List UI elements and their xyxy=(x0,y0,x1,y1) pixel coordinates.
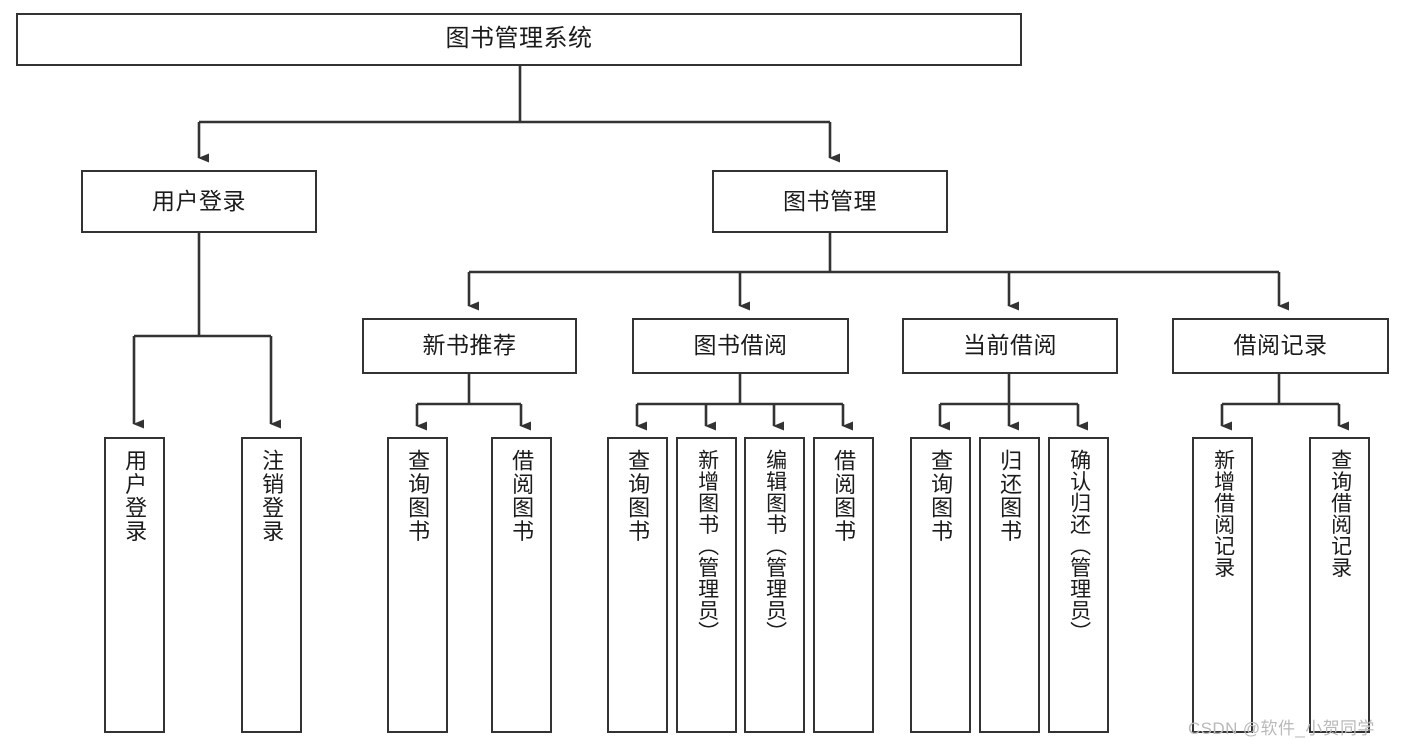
node-leaf-confirm-return-admin[interactable]: 确认归还（管理员） xyxy=(1048,437,1109,733)
node-leaf-query-book-current-label: 查询图书 xyxy=(928,449,954,543)
node-user-login-label: 用户登录 xyxy=(152,187,246,214)
node-leaf-edit-book-admin-label: 编辑图书（管理员） xyxy=(763,449,787,643)
csdn-watermark: CSDN @软件_小贺同学 xyxy=(1188,719,1375,738)
node-book-borrow-label: 图书借阅 xyxy=(693,332,788,359)
node-leaf-user-login[interactable]: 用户登录 xyxy=(104,437,165,733)
node-leaf-query-book-current[interactable]: 查询图书 xyxy=(910,437,971,733)
node-leaf-borrow-book-recommend[interactable]: 借阅图书 xyxy=(491,437,552,733)
node-leaf-query-borrow-record-label: 查询借阅记录 xyxy=(1328,449,1352,578)
node-new-book-recommend-label: 新书推荐 xyxy=(422,332,517,359)
node-leaf-add-borrow-record[interactable]: 新增借阅记录 xyxy=(1192,437,1253,733)
node-leaf-borrow-book-recommend-label: 借阅图书 xyxy=(509,449,535,543)
node-current-borrow[interactable]: 当前借阅 xyxy=(902,318,1118,374)
node-leaf-logout[interactable]: 注销登录 xyxy=(241,437,302,733)
node-book-borrow[interactable]: 图书借阅 xyxy=(632,318,849,374)
node-leaf-add-book-admin[interactable]: 新增图书（管理员） xyxy=(676,437,737,733)
node-book-manage[interactable]: 图书管理 xyxy=(712,170,948,233)
node-leaf-confirm-return-admin-label: 确认归还（管理员） xyxy=(1067,449,1091,643)
node-leaf-user-login-label: 用户登录 xyxy=(122,449,148,543)
node-leaf-edit-book-admin[interactable]: 编辑图书（管理员） xyxy=(744,437,805,733)
node-leaf-query-book-recommend-label: 查询图书 xyxy=(405,449,431,543)
node-leaf-query-borrow-record[interactable]: 查询借阅记录 xyxy=(1309,437,1370,733)
node-leaf-query-book-borrow-label: 查询图书 xyxy=(625,449,651,543)
node-leaf-return-book[interactable]: 归还图书 xyxy=(979,437,1040,733)
node-book-manage-label: 图书管理 xyxy=(783,187,877,214)
node-leaf-add-borrow-record-label: 新增借阅记录 xyxy=(1211,449,1235,578)
node-current-borrow-label: 当前借阅 xyxy=(963,332,1057,359)
node-root-book-management-system[interactable]: 图书管理系统 xyxy=(16,13,1022,66)
node-borrow-record-label: 借阅记录 xyxy=(1233,332,1328,359)
node-leaf-return-book-label: 归还图书 xyxy=(997,449,1023,543)
node-leaf-logout-label: 注销登录 xyxy=(259,449,285,543)
node-new-book-recommend[interactable]: 新书推荐 xyxy=(362,318,577,374)
node-leaf-borrow-book[interactable]: 借阅图书 xyxy=(813,437,874,733)
node-root-label: 图书管理系统 xyxy=(445,25,593,53)
node-leaf-borrow-book-label: 借阅图书 xyxy=(831,449,857,543)
node-leaf-query-book-recommend[interactable]: 查询图书 xyxy=(387,437,448,733)
node-leaf-query-book-borrow[interactable]: 查询图书 xyxy=(607,437,668,733)
node-leaf-add-book-admin-label: 新增图书（管理员） xyxy=(695,449,719,643)
node-user-login[interactable]: 用户登录 xyxy=(81,170,317,233)
node-borrow-record[interactable]: 借阅记录 xyxy=(1172,318,1389,374)
